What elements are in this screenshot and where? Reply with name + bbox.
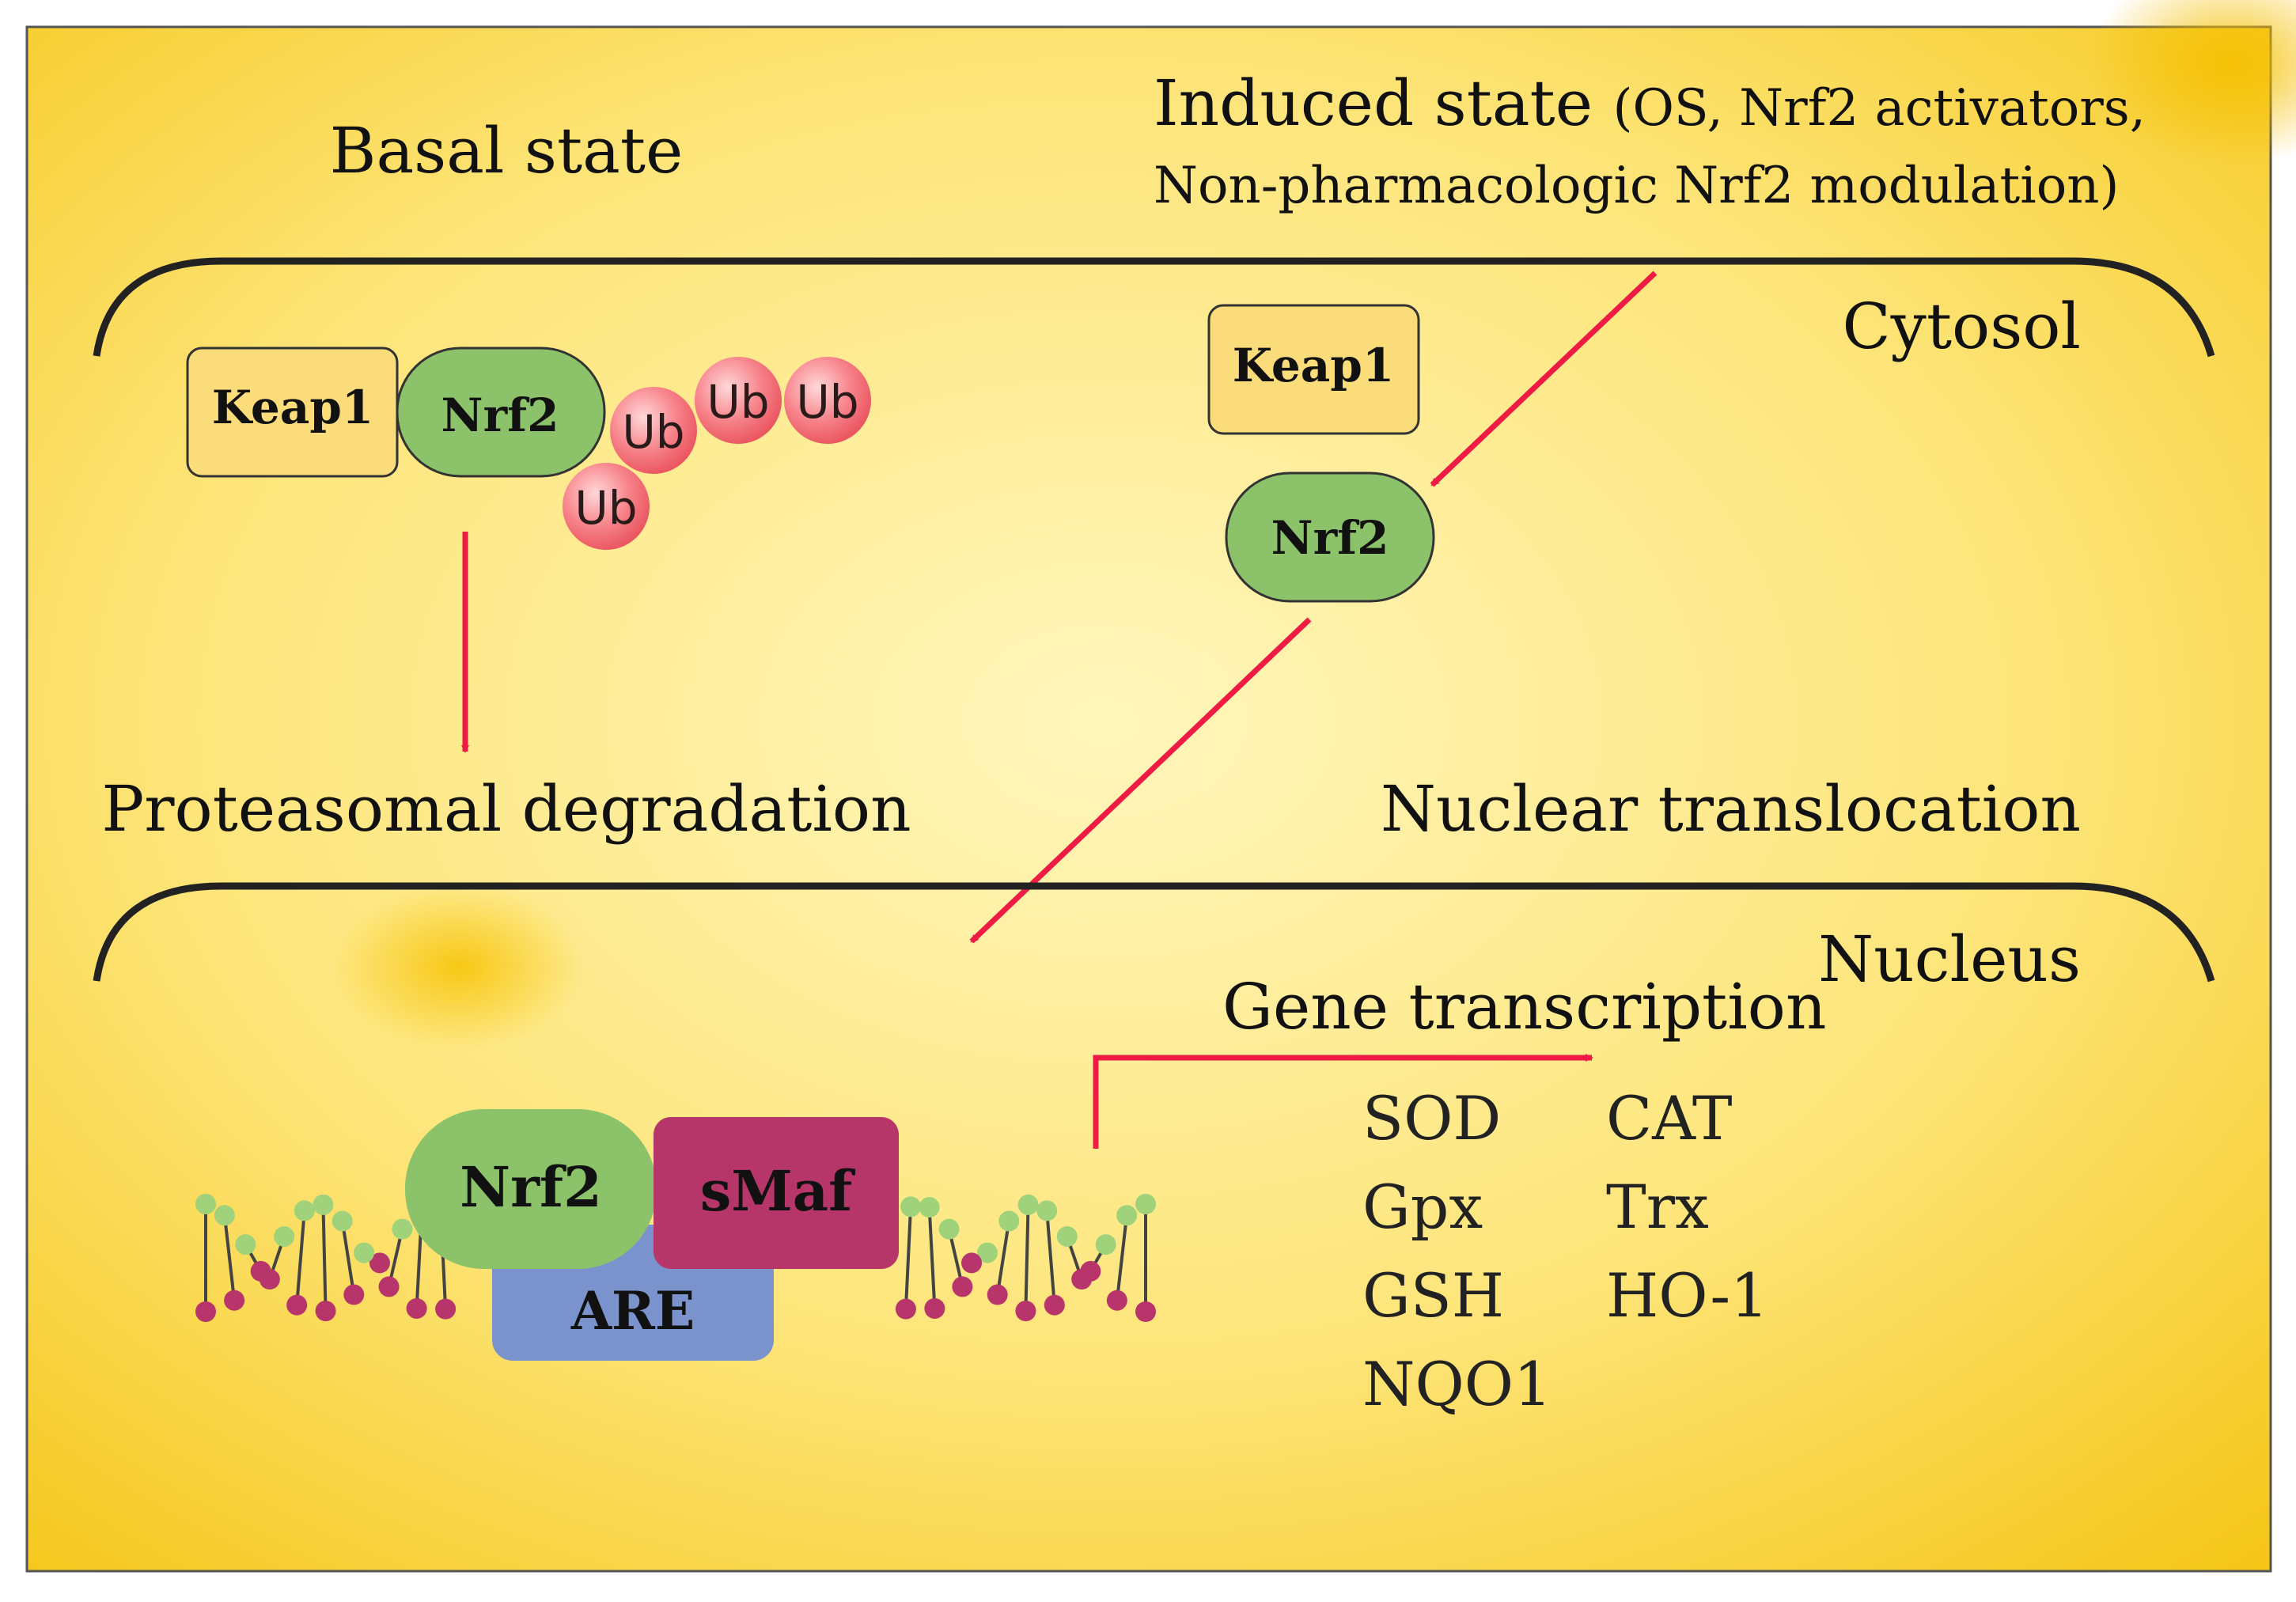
gene-trx: Trx <box>1606 1172 1709 1242</box>
basal-keap1-label: Keap1 <box>212 381 374 434</box>
dna-nucleotide <box>998 1210 1020 1232</box>
dna-nucleotide <box>332 1210 353 1232</box>
induced-keap1-label: Keap1 <box>1233 339 1395 392</box>
dna-base-pair <box>995 1221 1011 1295</box>
induced-state-note-1: (OS, Nrf2 activators, <box>1612 79 2146 138</box>
nuclear-translocation-label: Nuclear translocation <box>1381 772 2081 846</box>
smaf-box <box>654 1117 899 1269</box>
dna-nucleotide <box>274 1225 295 1247</box>
dna-base-pair <box>295 1210 306 1305</box>
corner-glow <box>2089 0 2296 166</box>
dna-nucleotide <box>294 1200 315 1221</box>
dna-base-pair <box>1045 1210 1056 1305</box>
ub-label-1: Ub <box>622 405 684 459</box>
induced-keap1-box <box>1207 304 1420 435</box>
gene-transcription-label: Gene transcription <box>1222 970 1826 1043</box>
dna-nucleotide <box>195 1301 216 1322</box>
ub-bubble-4 <box>784 357 871 444</box>
dna-nucleotide <box>1044 1294 1065 1316</box>
dna-nucleotide <box>286 1294 308 1316</box>
dna-nucleotide <box>392 1218 413 1240</box>
dna-nucleotide <box>195 1194 216 1214</box>
dna-nucleotide <box>224 1290 245 1311</box>
basal-nrf2-box <box>396 347 606 478</box>
gene-ho1: HO-1 <box>1606 1260 1768 1331</box>
proteasomal-degradation-label: Proteasomal degradation <box>101 772 911 846</box>
smaf-label: sMaf <box>700 1158 855 1224</box>
dna-nucleotide <box>1017 1194 1039 1215</box>
dna-nucleotide <box>1116 1205 1138 1226</box>
induced-state-note-2: Non-pharmacologic Nrf2 modulation) <box>1154 157 2119 215</box>
induced-state-label: Induced state <box>1154 66 1593 140</box>
dna-nucleotide <box>313 1194 334 1215</box>
dna-base-pair <box>321 1204 328 1312</box>
dna-nucleotide <box>354 1242 375 1263</box>
dna-nucleotide <box>235 1234 256 1255</box>
ub-bubble-3 <box>695 357 782 444</box>
induced-nrf2-label: Nrf2 <box>1271 511 1389 565</box>
dna-nucleotide <box>315 1301 336 1322</box>
dna-nucleotide <box>259 1269 280 1290</box>
dna-base-pair <box>222 1215 237 1301</box>
ub-bubble-2 <box>563 463 650 550</box>
basal-nrf2-label: Nrf2 <box>441 388 559 442</box>
gene-gpx: Gpx <box>1362 1172 1483 1242</box>
dna-nucleotide <box>924 1297 945 1319</box>
cytosol-label: Cytosol <box>1842 290 2081 363</box>
dna-base-pair <box>927 1206 937 1309</box>
dna-nucleotide <box>938 1218 960 1240</box>
gene-sod: SOD <box>1362 1083 1501 1153</box>
are-label: ARE <box>570 1280 695 1342</box>
nucleus-label: Nucleus <box>1818 922 2081 996</box>
dna-nucleotide <box>961 1252 983 1274</box>
nucleus-membrane <box>93 882 2215 983</box>
nucleus-nrf2-label: Nrf2 <box>460 1154 602 1220</box>
arrow-induction <box>1430 271 1658 487</box>
dna-nucleotide <box>976 1242 998 1263</box>
dna-nucleotide <box>378 1276 400 1297</box>
dna-nucleotide <box>1095 1234 1116 1255</box>
ub-label-2: Ub <box>574 481 637 535</box>
dna-nucleotide <box>1106 1290 1127 1311</box>
gene-nqo1: NQO1 <box>1362 1349 1552 1419</box>
dna-nucleotide <box>406 1297 427 1319</box>
dna-nucleotide <box>952 1276 973 1297</box>
dna-nucleotide <box>214 1205 235 1226</box>
dna-nucleotide <box>895 1298 916 1320</box>
ub-label-4: Ub <box>796 375 858 429</box>
basal-state-title: Basal state <box>330 114 684 187</box>
dna-nucleotide <box>919 1197 940 1218</box>
ub-bubble-1 <box>610 387 697 474</box>
dna-nucleotide <box>369 1252 390 1274</box>
dna-base-pair <box>1115 1215 1129 1301</box>
dna-nucleotide <box>900 1196 922 1218</box>
dna-nucleotide <box>435 1298 457 1320</box>
nucleus-glow <box>332 884 585 1050</box>
dna-nucleotide <box>987 1284 1008 1305</box>
cytosol-membrane <box>93 257 2215 358</box>
gene-transcription-arrow <box>1093 1054 1593 1149</box>
dna-nucleotide <box>1036 1200 1058 1221</box>
dna-nucleotide <box>1056 1225 1078 1247</box>
gene-cat: CAT <box>1606 1083 1733 1153</box>
dna-nucleotide <box>1135 1194 1156 1214</box>
nucleus-nrf2-box <box>405 1109 657 1269</box>
dna-nucleotide <box>1135 1301 1156 1322</box>
dna-base-pair <box>340 1221 356 1295</box>
dna-nucleotide <box>1080 1260 1101 1282</box>
ub-label-3: Ub <box>707 375 769 429</box>
dna-right-segment <box>895 1194 1156 1322</box>
gene-gsh: GSH <box>1362 1260 1504 1331</box>
dna-base-pair <box>904 1206 913 1309</box>
induced-nrf2-box <box>1225 472 1435 603</box>
dna-nucleotide <box>343 1284 365 1305</box>
dna-nucleotide <box>1015 1301 1036 1322</box>
dna-base-pair <box>1024 1204 1030 1312</box>
induced-state-title: Induced state (OS, Nrf2 activators, <box>1154 66 2146 140</box>
